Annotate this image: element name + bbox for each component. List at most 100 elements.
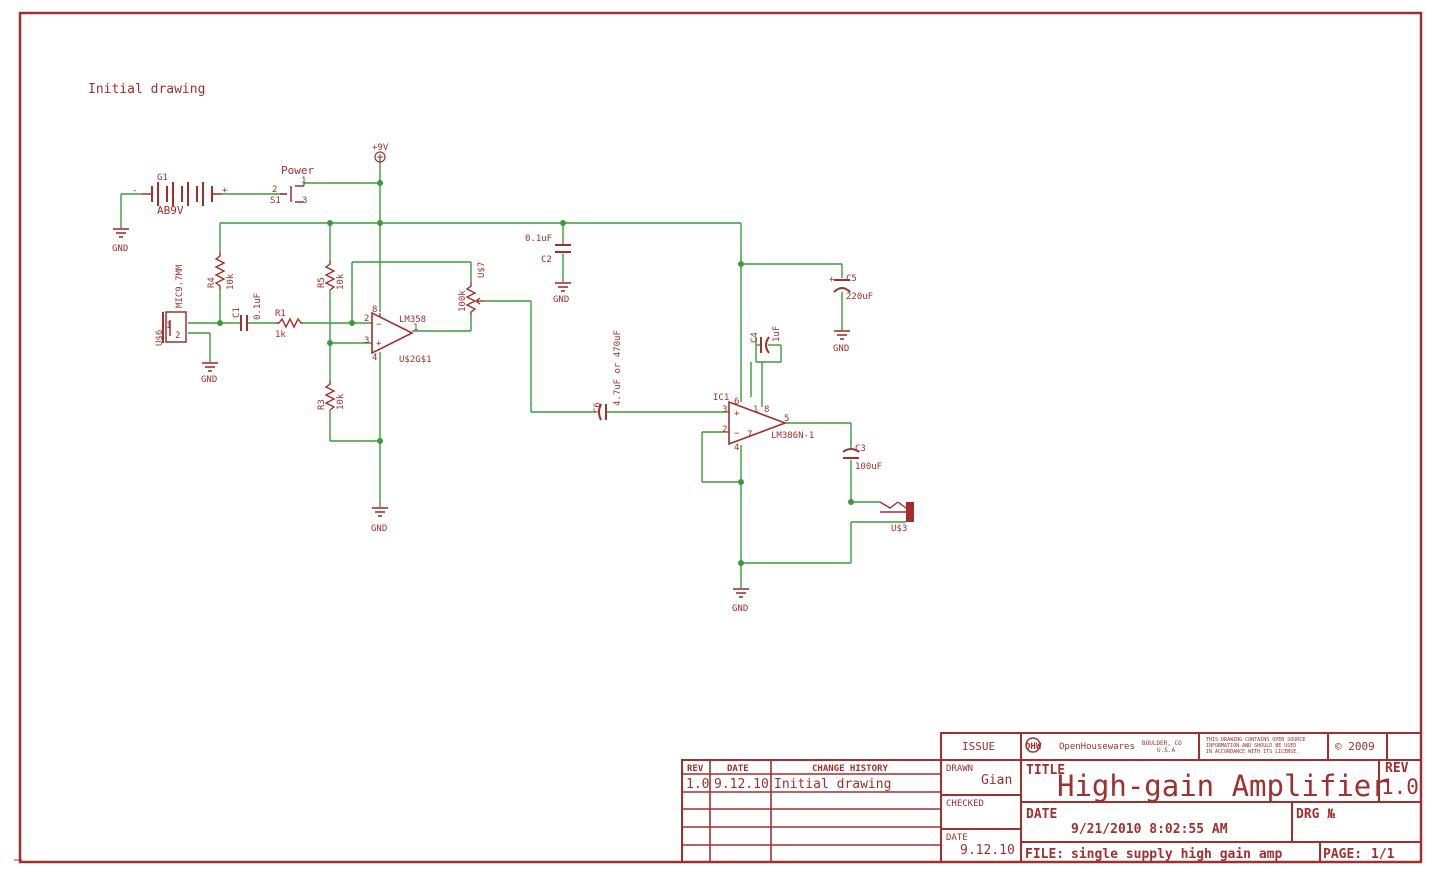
junction xyxy=(377,220,383,226)
svg-text:1: 1 xyxy=(166,321,171,331)
junction xyxy=(377,438,383,444)
svg-text:2: 2 xyxy=(722,425,727,435)
svg-text:1: 1 xyxy=(753,405,758,415)
svg-text:C1: C1 xyxy=(232,307,242,318)
svg-text:C5: C5 xyxy=(846,274,857,284)
svg-text:−: − xyxy=(734,429,740,439)
svg-text:4: 4 xyxy=(734,443,739,453)
svg-text:+: + xyxy=(734,409,740,419)
svg-text:INFORMATION AND SHOULD BE USED: INFORMATION AND SHOULD BE USED xyxy=(1206,743,1296,749)
svg-text:3: 3 xyxy=(364,336,369,346)
junction xyxy=(217,320,223,326)
svg-text:R3: R3 xyxy=(317,399,327,410)
svg-text:100k: 100k xyxy=(458,290,468,312)
junction xyxy=(349,320,355,326)
gnd-c2: GND xyxy=(553,282,571,305)
svg-text:8: 8 xyxy=(372,305,377,315)
svg-text:C4: C4 xyxy=(750,332,760,343)
audio-jack: U$3 xyxy=(879,501,914,534)
mic-value: MIC9.7MM xyxy=(175,264,185,308)
svg-text:IN ACCORDANCE WITH ITS LICENSE: IN ACCORDANCE WITH ITS LICENSE. xyxy=(1206,749,1299,755)
gnd-mic: GND xyxy=(201,362,218,385)
svg-text:100uF: 100uF xyxy=(855,462,882,472)
svg-text:10k: 10k xyxy=(336,393,346,410)
title-block: ISSUE OHW OpenHousewares BOULDER, CO U.S… xyxy=(940,732,1422,863)
svg-text:THIS DRAWING CONTAINS OPEN SOU: THIS DRAWING CONTAINS OPEN SOURCE xyxy=(1206,737,1305,743)
svg-text:GND: GND xyxy=(553,295,569,305)
svg-text:GND: GND xyxy=(833,344,849,354)
svg-text:4.7uF or 470uF: 4.7uF or 470uF xyxy=(613,330,623,406)
junction xyxy=(738,560,744,566)
drawn-value: Gian xyxy=(981,773,1012,788)
drawing-title: High-gain Amplifier xyxy=(1057,769,1389,803)
battery: G1 AB9V - + xyxy=(132,173,228,217)
junction xyxy=(327,220,333,226)
revision-table: REV DATE CHANGE HISTORY 1.0 9.12.10 Init… xyxy=(681,759,942,863)
svg-text:3: 3 xyxy=(302,196,307,206)
gnd-battery: GND xyxy=(112,228,129,254)
microphone: 1 2 U$6 MIC9.7MM xyxy=(155,264,187,346)
svg-text:5: 5 xyxy=(784,414,789,424)
resistor-r1: R1 1k xyxy=(275,309,303,340)
gnd-c5: GND xyxy=(833,330,850,354)
svg-text:0.1uF: 0.1uF xyxy=(253,293,263,320)
svg-text:+: + xyxy=(222,186,228,196)
junction xyxy=(377,180,383,186)
svg-text:−: − xyxy=(376,320,382,330)
file-value: single supply high gain amp xyxy=(1071,847,1282,862)
svg-text:8: 8 xyxy=(764,405,769,415)
capacitor-c2: 0.1uF C2 xyxy=(525,234,571,265)
table-row-rev: 1.0 xyxy=(686,777,709,792)
svg-text:C3: C3 xyxy=(855,444,866,454)
resistor-r3: R3 10k xyxy=(317,380,346,411)
svg-text:10k: 10k xyxy=(336,273,346,290)
note-text: Initial drawing xyxy=(88,82,205,97)
junction xyxy=(560,220,566,226)
svg-text:R1: R1 xyxy=(275,309,286,319)
junction xyxy=(738,261,744,267)
capacitor-c1: C1 0.1uF xyxy=(232,293,263,331)
amp-lm386: + − IC1 LM386N-1 3 2 5 6 4 1 8 7 xyxy=(713,393,814,453)
switch-name: Power xyxy=(281,164,314,177)
svg-text:1uF: 1uF xyxy=(772,326,782,342)
mic-ref: U$6 xyxy=(155,330,165,346)
svg-text:1: 1 xyxy=(301,176,306,186)
svg-text:2: 2 xyxy=(364,314,369,324)
svg-text:0.1uF: 0.1uF xyxy=(525,234,552,244)
svg-text:C6: C6 xyxy=(593,402,603,413)
svg-text:4: 4 xyxy=(372,353,377,363)
power-switch: Power S1 1 2 3 xyxy=(270,164,314,206)
svg-text:BOULDER, CO: BOULDER, CO xyxy=(1142,740,1182,747)
svg-text:7: 7 xyxy=(747,430,752,440)
battery-ref: G1 xyxy=(157,173,168,183)
page-label: PAGE: xyxy=(1323,847,1362,862)
capacitor-c5: + C5 220uF xyxy=(829,274,873,302)
junction xyxy=(848,499,854,505)
drg-label: DRG № xyxy=(1296,807,1336,822)
svg-text:2: 2 xyxy=(175,331,180,341)
jack-ref: U$3 xyxy=(891,524,907,534)
supply-label: +9V xyxy=(372,143,389,153)
date2-label: DATE xyxy=(1026,807,1057,822)
rev-header: REV xyxy=(687,764,704,774)
opamp-name: LM358 xyxy=(399,315,426,325)
switch-ref: S1 xyxy=(270,196,281,206)
svg-text:U.S.A: U.S.A xyxy=(1157,747,1175,754)
date-label: DATE xyxy=(946,833,968,843)
amp-ref: IC1 xyxy=(713,393,729,403)
capacitor-c6: C6 4.7uF or 470uF xyxy=(593,330,623,421)
table-row-change: Initial drawing xyxy=(774,777,891,792)
opamp-lm358: − + LM358 U$2G$1 2 3 1 8 4 xyxy=(364,305,432,365)
date2-value: 9/21/2010 8:02:55 AM xyxy=(1071,822,1228,837)
company-logo-icon xyxy=(1025,737,1041,753)
capacitor-c3: C3 100uF xyxy=(842,444,882,472)
svg-text:GND: GND xyxy=(112,244,128,254)
supply-symbol: +9V xyxy=(372,143,389,163)
copyright: © 2009 xyxy=(1335,740,1375,753)
capacitor-c4: C4 1uF xyxy=(750,326,782,354)
svg-text:GND: GND xyxy=(371,524,387,534)
svg-text:U$7: U$7 xyxy=(477,262,487,278)
title-label: TITLE xyxy=(1026,763,1065,778)
svg-text:3: 3 xyxy=(722,405,727,415)
svg-text:GND: GND xyxy=(732,604,748,614)
